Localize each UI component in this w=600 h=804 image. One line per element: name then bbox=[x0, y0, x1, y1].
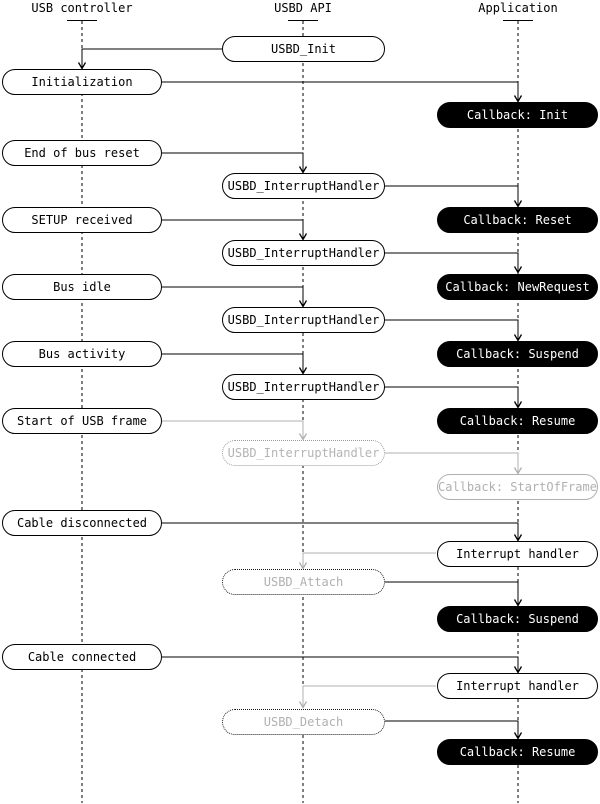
node-usbd-interrupthandler-3: USBD_InterruptHandler bbox=[222, 307, 385, 333]
connector-bus-idle-to-ih3 bbox=[162, 286, 308, 308]
column-header-usbd-api: USBD API bbox=[274, 1, 332, 15]
connector-start-of-usb-frame-to-ih5 bbox=[162, 420, 308, 441]
node-usbd-detach: USBD_Detach bbox=[222, 709, 385, 735]
node-callback-newrequest: Callback: NewRequest bbox=[437, 274, 598, 300]
node-callback-resume-2: Callback: Resume bbox=[437, 739, 598, 765]
node-cable-disconnected: Cable disconnected bbox=[2, 510, 162, 536]
node-callback-init: Callback: Init bbox=[437, 102, 598, 128]
node-callback-suspend-2: Callback: Suspend bbox=[437, 606, 598, 632]
connector-end-of-bus-reset-to-ih1 bbox=[162, 152, 308, 174]
node-callback-startofframe: Callback: StartOfFrame bbox=[437, 474, 598, 500]
node-usbd-interrupthandler-5: USBD_InterruptHandler bbox=[222, 440, 385, 466]
node-bus-idle: Bus idle bbox=[2, 274, 162, 300]
node-bus-activity: Bus activity bbox=[2, 341, 162, 367]
column-tick-usbd-api bbox=[288, 20, 318, 21]
column-tick-usb-controller bbox=[67, 20, 97, 21]
column-tick-application bbox=[503, 20, 533, 21]
node-usbd-interrupthandler-2: USBD_InterruptHandler bbox=[222, 240, 385, 266]
connector-cable-disconnected-to-interrupt-handler bbox=[162, 522, 523, 542]
node-start-of-usb-frame: Start of USB frame bbox=[2, 408, 162, 434]
connector-interrupt-handler-to-usbd-detach bbox=[298, 685, 436, 709]
connector-ih5-to-callback-startofframe bbox=[385, 452, 523, 475]
node-callback-suspend-1: Callback: Suspend bbox=[437, 341, 598, 367]
connector-cable-connected-to-interrupt-handler bbox=[162, 656, 523, 674]
connector-ih3-to-callback-suspend bbox=[385, 319, 523, 342]
node-cable-connected: Cable connected bbox=[2, 644, 162, 670]
node-setup-received: SETUP received bbox=[2, 207, 162, 233]
connector-ih4-to-callback-resume bbox=[385, 386, 523, 409]
connector-usbd-init-to-initialization bbox=[77, 48, 222, 70]
connector-ih2-to-callback-newrequest bbox=[385, 252, 523, 274]
connector-initialization-to-callback-init bbox=[162, 81, 523, 103]
node-interrupt-handler-2: Interrupt handler bbox=[437, 673, 598, 699]
node-usbd-init: USBD_Init bbox=[222, 36, 385, 62]
node-callback-resume-1: Callback: Resume bbox=[437, 408, 598, 434]
connector-bus-activity-to-ih4 bbox=[162, 353, 308, 375]
node-interrupt-handler-1: Interrupt handler bbox=[437, 541, 598, 567]
column-header-usb-controller: USB controller bbox=[31, 1, 133, 15]
node-callback-reset: Callback: Reset bbox=[437, 207, 598, 233]
column-header-application: Application bbox=[478, 1, 558, 15]
node-usbd-interrupthandler-1: USBD_InterruptHandler bbox=[222, 173, 385, 199]
connector-setup-received-to-ih2 bbox=[162, 219, 308, 241]
node-end-of-bus-reset: End of bus reset bbox=[2, 140, 162, 166]
connector-interrupt-handler-to-usbd-attach bbox=[298, 552, 436, 570]
connector-usbd-detach-to-callback-resume bbox=[385, 720, 523, 740]
node-usbd-interrupthandler-4: USBD_InterruptHandler bbox=[222, 374, 385, 400]
node-initialization: Initialization bbox=[2, 69, 162, 95]
node-usbd-attach: USBD_Attach bbox=[222, 569, 385, 595]
connector-usbd-attach-to-callback-suspend bbox=[385, 581, 523, 607]
connector-ih1-to-callback-reset bbox=[385, 185, 523, 208]
